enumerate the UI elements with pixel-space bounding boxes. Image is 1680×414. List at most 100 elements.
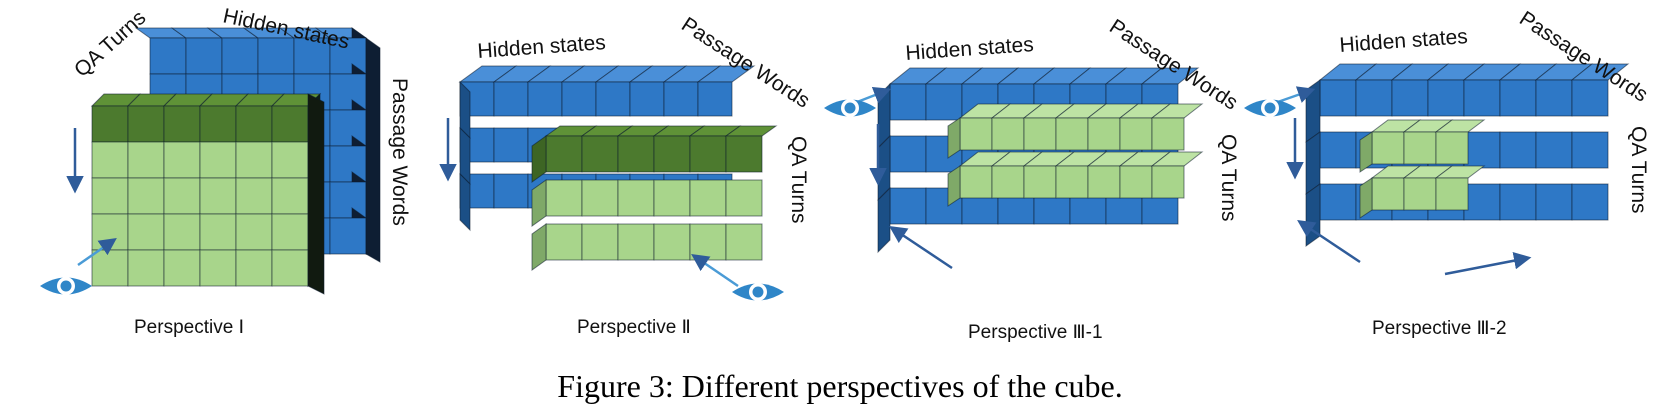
cube-front-face (163, 249, 201, 287)
eye-icon (824, 99, 876, 117)
cube-front-face (1319, 183, 1357, 221)
cube-side-face (459, 172, 471, 232)
cube-front-face (185, 37, 223, 75)
cube-front-face (1427, 79, 1465, 117)
cube-front-face (127, 105, 165, 143)
cube-front-face (199, 141, 237, 179)
cube-front-face (271, 249, 309, 287)
cube-front-face (1435, 177, 1469, 211)
cube-front-face (663, 81, 699, 117)
cube-front-face (1055, 165, 1089, 199)
cube-front-face (1023, 117, 1057, 151)
cube-front-face (235, 105, 273, 143)
cube-front-face (1371, 131, 1405, 165)
width-arrow (1444, 252, 1532, 276)
slab-edge (307, 93, 325, 295)
cube-front-face (595, 81, 631, 117)
qa-turns-label: QA Turns (1627, 126, 1650, 214)
cube-front-face (697, 81, 733, 117)
cube-front-face (689, 135, 727, 173)
passage-words-label: Passage Words (388, 78, 411, 226)
cube-front-face (271, 213, 309, 251)
cube-side-face (947, 117, 961, 159)
cube-front-face (235, 213, 273, 251)
cube-front-face (1391, 79, 1429, 117)
cube-front-face (235, 177, 273, 215)
cube-front-face (617, 135, 655, 173)
cube-front-face (199, 249, 237, 287)
cube-front-face (959, 165, 993, 199)
cube-front-face (235, 249, 273, 287)
cube-front-face (653, 135, 691, 173)
figure-caption: Figure 3: Different perspectives of the … (557, 368, 1123, 404)
cube-front-face (561, 81, 597, 117)
cube-front-face (1151, 165, 1185, 199)
cube-side-face (1305, 183, 1321, 247)
panel-perspective-1: QA Turns Hidden states Passage Words Per… (40, 4, 411, 338)
cube-front-face (163, 141, 201, 179)
cube-front-face (629, 81, 665, 117)
cube-front-face (653, 223, 691, 261)
hidden-states-label: Hidden states (905, 33, 1035, 65)
hidden-states-label: Hidden states (1339, 25, 1469, 57)
cube-front-face (1571, 79, 1609, 117)
cube-front-face (1319, 131, 1357, 169)
cube-front-face (1403, 131, 1437, 165)
cube-front-face (991, 165, 1025, 199)
cube-front-face (1403, 177, 1437, 211)
cube-front-face (149, 37, 187, 75)
cube-front-face (271, 141, 309, 179)
cube-front-face (581, 135, 619, 173)
panel-perspective-2: Hidden states Passage Words QA Turns Per… (439, 13, 814, 338)
cube-front-face (889, 187, 927, 225)
cube-front-face (581, 179, 619, 217)
cube-front-face (1435, 131, 1469, 165)
cube-front-face (329, 73, 367, 111)
cube-front-face (1499, 131, 1537, 169)
cube-front-face (1499, 183, 1537, 221)
depth-arrow (1297, 220, 1361, 264)
panel-caption: Perspective Ⅲ-1 (968, 322, 1103, 343)
cube-front-face (1119, 165, 1153, 199)
cube-front-face (1319, 79, 1357, 117)
cube-front-face (329, 145, 367, 183)
cube-front-face (925, 83, 963, 121)
cube-front-face (545, 223, 583, 261)
cube-front-face (163, 213, 201, 251)
cube-front-face (1535, 79, 1573, 117)
panel-caption: Perspective Ⅱ (577, 317, 691, 338)
cube-front-face (1087, 117, 1121, 151)
cube-front-face (271, 177, 309, 215)
eye-icon (732, 283, 784, 301)
cube-front-face (221, 37, 259, 75)
cube-front-face (163, 177, 201, 215)
eye-icon (40, 277, 92, 295)
cube-front-face (127, 177, 165, 215)
cube-front-face (493, 127, 529, 163)
cube-front-face (91, 141, 129, 179)
depth-arrow (889, 226, 953, 270)
cube-front-face (581, 223, 619, 261)
cube-front-face (91, 249, 129, 287)
hidden-states-label: Hidden states (477, 31, 607, 63)
cube-side-face (1305, 79, 1321, 143)
cube-front-face (689, 179, 727, 217)
cube-front-face (527, 81, 563, 117)
cube-front-face (689, 223, 727, 261)
cube-side-face (531, 223, 547, 271)
qa-turns-label: QA Turns (70, 6, 150, 82)
cube-front-face (329, 217, 367, 255)
cube-front-face (493, 81, 529, 117)
cube-front-face (1571, 131, 1609, 169)
cube-front-face (1119, 117, 1153, 151)
cube-front-face (199, 177, 237, 215)
cube-side-face (531, 179, 547, 227)
cube-front-face (1571, 183, 1609, 221)
view-arrow (691, 254, 739, 288)
cube-front-face (329, 181, 367, 219)
cube-front-face (257, 37, 295, 75)
cube-front-face (91, 213, 129, 251)
cube-front-face (127, 249, 165, 287)
cube-front-face (617, 223, 655, 261)
